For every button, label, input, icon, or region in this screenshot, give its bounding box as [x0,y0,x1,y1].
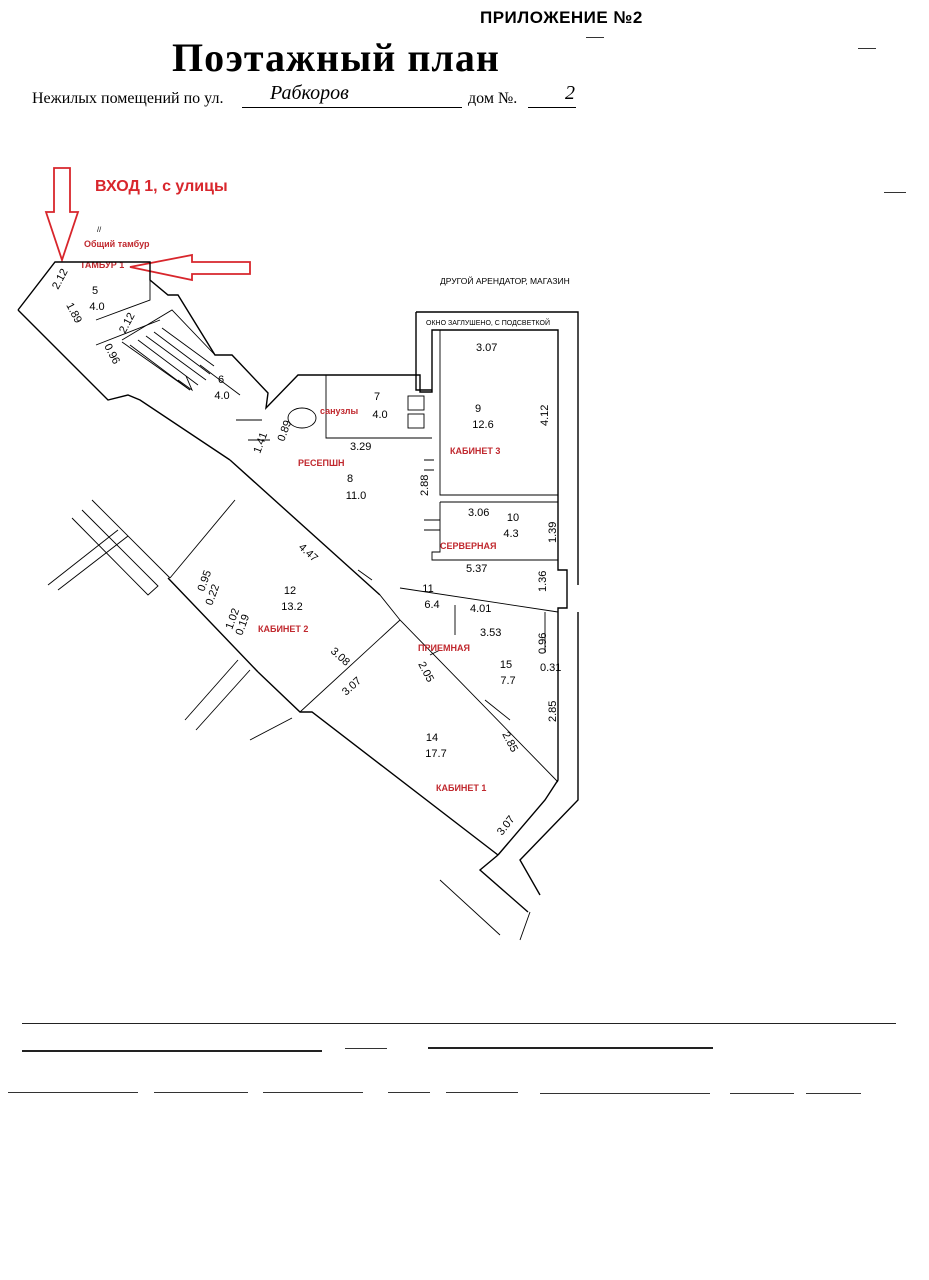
svg-text:2.12: 2.12 [117,311,138,336]
svg-text:0.96: 0.96 [537,633,549,654]
appendix-label: ПРИЛОЖЕНИЕ №2 [480,8,643,27]
svg-text:4.0: 4.0 [89,301,104,313]
svg-text:4.0: 4.0 [214,390,229,402]
svg-text:12.6: 12.6 [472,419,493,431]
svg-text:1.41: 1.41 [252,431,271,455]
svg-text:15: 15 [500,659,512,671]
entry-label: ВХОД 1, с улицы [95,178,228,195]
svg-text:4.01: 4.01 [470,603,491,615]
svg-text:2.85: 2.85 [547,701,559,722]
svg-text:2.88: 2.88 [419,475,431,496]
svg-text:0.31: 0.31 [540,662,561,674]
svg-text:4.0: 4.0 [372,409,387,421]
bottom-line [388,1092,430,1093]
svg-text:3.08: 3.08 [328,645,352,668]
svg-text:6: 6 [218,374,224,386]
office-3-label: КАБИНЕТ 3 [450,446,500,456]
svg-text:12: 12 [284,585,296,597]
svg-text:7: 7 [374,391,380,403]
svg-text:3.07: 3.07 [340,675,364,698]
svg-text:4.47: 4.47 [296,541,320,564]
bottom-line [806,1093,861,1094]
svg-text:1.39: 1.39 [547,522,559,543]
svg-text:11.0: 11.0 [346,490,367,502]
room-10: 10 4.3 [503,512,519,540]
walls [17,261,579,941]
bottom-line [345,1048,387,1049]
wc-label: санузлы [320,406,359,416]
room-11: 11 6.4 [422,583,439,611]
bottom-line [22,1050,322,1052]
svg-text:0.89: 0.89 [276,419,295,443]
svg-text:2.05: 2.05 [415,660,436,685]
vestibule-1-label: ТАМБУР 1 [80,260,124,270]
svg-text:4.3: 4.3 [503,528,518,540]
bottom-line [154,1092,248,1093]
bottom-line [540,1093,710,1094]
subtitle-label: Нежилых помещений по ул. [32,90,224,107]
bottom-line [22,1023,896,1024]
room-14: 14 17.7 [425,732,446,760]
street-underline [242,107,462,108]
other-tenant-label: ДРУГОЙ АРЕНДАТОР, МАГАЗИН [440,275,570,286]
bottom-line [263,1092,363,1093]
svg-text:5: 5 [92,285,98,297]
svg-text:3.53: 3.53 [480,627,501,639]
room-9: 9 12.6 [472,403,493,431]
svg-text:3.07: 3.07 [495,814,518,838]
entry-arrow-left [129,253,251,282]
svg-text://: // [97,225,102,234]
svg-text:2.85: 2.85 [499,730,520,755]
svg-text:0.96: 0.96 [101,342,122,367]
street-value: Рабкоров [270,82,349,104]
room-12: 12 13.2 [281,585,302,613]
bottom-line [446,1092,518,1093]
svg-text:13.2: 13.2 [281,601,302,613]
svg-text:10: 10 [507,512,519,524]
room-8: 8 11.0 [346,473,367,502]
bottom-line [8,1092,138,1093]
svg-text:3.06: 3.06 [468,507,489,519]
room-15: 15 7.7 [500,659,516,687]
mark-line [884,192,906,193]
svg-text:9: 9 [475,403,481,415]
office-2-label: КАБИНЕТ 2 [258,624,308,634]
window-note-label: ОКНО ЗАГЛУШЕНО, С ПОДСВЕТКОЙ [426,318,550,327]
svg-text:7.7: 7.7 [500,675,515,687]
house-number: 2 [565,82,575,104]
common-vestibule-label: Общий тамбур [84,239,150,249]
reception-label: РЕСЕПШН [298,458,345,468]
server-room-label: СЕРВЕРНАЯ [440,541,496,551]
room-5: 5 4.0 [89,285,104,313]
house-underline [528,107,576,108]
svg-text:3.29: 3.29 [350,441,371,453]
page-title: Поэтажный план [172,35,500,80]
office-1-label: КАБИНЕТ 1 [436,783,486,793]
waiting-room-label: ПРИЕМНАЯ [418,643,470,653]
svg-text:6.4: 6.4 [424,599,439,611]
svg-text:14: 14 [426,732,438,744]
svg-text:1.89: 1.89 [63,301,84,326]
svg-text:5.37: 5.37 [466,563,487,575]
bottom-line [730,1093,794,1094]
mark-line [586,37,604,38]
bottom-line [428,1047,713,1049]
dimension-labels: 2.12 1.89 2.12 0.96 3.07 4.12 3.29 1.41 … [50,267,561,838]
house-label: дом №. [468,90,518,107]
svg-text:17.7: 17.7 [425,748,446,760]
svg-text:11: 11 [422,583,433,595]
room-7: 7 4.0 [372,391,387,421]
svg-text:8: 8 [347,473,353,485]
room-6: 6 4.0 [214,374,229,402]
svg-text:2.12: 2.12 [50,267,71,292]
svg-text:1.36: 1.36 [537,571,549,592]
svg-text:3.07: 3.07 [476,342,497,354]
svg-text:4.12: 4.12 [539,405,551,426]
entry-arrow-down [44,167,80,263]
mark-line [858,48,876,49]
